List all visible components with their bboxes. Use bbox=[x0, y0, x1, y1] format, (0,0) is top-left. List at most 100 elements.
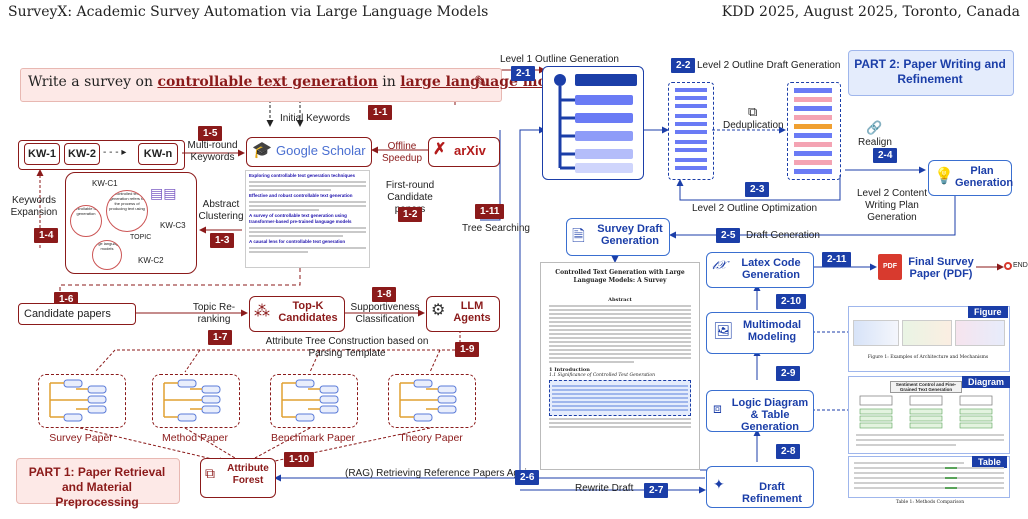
l2-draft-box bbox=[668, 82, 714, 180]
network-icon: ⁂ bbox=[254, 303, 270, 320]
hierarchy-icon: ⧉ bbox=[205, 465, 215, 481]
figure-tag: Figure bbox=[968, 306, 1008, 318]
cluster-label-c2: KW-C2 bbox=[138, 256, 164, 265]
link-icon: 🔗 bbox=[866, 120, 883, 135]
plan-box bbox=[928, 160, 1012, 196]
result-item-3: A survey of controllable text generation… bbox=[249, 213, 352, 224]
benchmark-paper-tree bbox=[270, 374, 358, 428]
step-2-9: 2-9 bbox=[776, 366, 801, 381]
table-caption: Table 1: Methods Comparison bbox=[895, 500, 965, 505]
document-cluster-icon: ▤▤ bbox=[150, 185, 177, 201]
attribute-forest-box bbox=[200, 458, 276, 498]
topk-box bbox=[249, 296, 345, 332]
cluster-label-c3: KW-C3 bbox=[160, 221, 186, 230]
survey-draft-label: Survey Draft Generation bbox=[597, 223, 663, 247]
theory-paper-tree bbox=[388, 374, 476, 428]
pdf-icon: PDF bbox=[878, 254, 902, 280]
latex-icon: 𝓉𝒳 bbox=[712, 258, 727, 272]
topk-label: Top-K Candidates bbox=[278, 300, 338, 324]
cluster-node-1: controllable text generation bbox=[70, 205, 102, 237]
step-2-5: 2-5 bbox=[716, 228, 741, 243]
graduation-cap-icon: 🎓 bbox=[252, 142, 272, 159]
arxiv-box bbox=[428, 137, 500, 167]
part2-box bbox=[848, 50, 1014, 96]
diagram-icon: ⧈ bbox=[713, 400, 722, 416]
dedup-icon: ⧉ bbox=[748, 104, 758, 119]
step-2-1: 2-1 bbox=[511, 66, 536, 81]
theory-paper-label: Theory Paper bbox=[399, 432, 463, 444]
final-paper-label: Final Survey Paper (PDF) bbox=[908, 256, 974, 280]
image-icon: 🖼 bbox=[713, 323, 734, 340]
prompt-middle: in bbox=[377, 74, 401, 90]
keywords-group bbox=[18, 140, 185, 170]
step-1-7: 1-7 bbox=[208, 330, 233, 345]
plan-label: Plan Generation bbox=[955, 165, 1014, 189]
arxiv-icon: ✗ bbox=[433, 141, 447, 158]
cluster-node-2: Controlled text generation refers to the… bbox=[106, 190, 148, 232]
step-2-4: 2-4 bbox=[873, 148, 898, 163]
figure-caption: Figure 1: Examples of Architecture and M… bbox=[867, 355, 989, 360]
draft-refinement-label: Draft Refinement bbox=[742, 481, 802, 505]
diagram-tag: Diagram bbox=[962, 376, 1011, 388]
logic-diagram-box bbox=[706, 390, 814, 432]
step-1-9: 1-9 bbox=[455, 342, 480, 357]
step-1-5: 1-5 bbox=[198, 126, 223, 141]
figure-thumb-2 bbox=[902, 320, 952, 346]
part2-label: PART 2: Paper Writing and Refinement bbox=[854, 57, 1006, 86]
latex-box bbox=[706, 252, 814, 288]
end-dot bbox=[1004, 262, 1012, 270]
cluster-label-topic: TOPIC bbox=[130, 234, 152, 241]
keywords-expansion-label: Keywords Expansion bbox=[10, 195, 58, 218]
keyword-n: KW-n bbox=[138, 143, 178, 165]
step-1-3: 1-3 bbox=[210, 233, 235, 248]
table-tag: Table bbox=[972, 456, 1007, 468]
end-label: END bbox=[1013, 262, 1028, 269]
venue-label: KDD 2025, August 2025, Toronto, Canada bbox=[721, 4, 1020, 20]
part1-label: PART 1: Paper Retrieval and Material Pre… bbox=[28, 465, 166, 509]
prompt-bar bbox=[20, 68, 502, 102]
realign-label: Realign bbox=[858, 137, 892, 148]
method-paper-label: Method Paper bbox=[162, 432, 228, 444]
attribute-tree-label: Attribute Tree Construction based on Par… bbox=[265, 336, 429, 359]
cluster-panel bbox=[65, 172, 197, 274]
step-2-8: 2-8 bbox=[776, 444, 801, 459]
step-1-10: 1-10 bbox=[284, 452, 315, 467]
ellipsis-arrow: - - - ▸ bbox=[103, 147, 127, 158]
cluster-label-c1: KW-C1 bbox=[92, 179, 118, 188]
survey-paper-label: Survey Paper bbox=[49, 432, 113, 444]
llm-agents-label: LLM Agents bbox=[453, 300, 491, 324]
google-scholar-box bbox=[246, 137, 372, 167]
figure-thumb-3 bbox=[955, 320, 1005, 346]
survey-draft-box bbox=[566, 218, 670, 256]
tree-searching-label: Tree Searching bbox=[462, 223, 530, 234]
benchmark-paper-label: Benchmark Paper bbox=[270, 432, 356, 444]
l2-content-label: Level 2 Content Writing Plan Generation bbox=[856, 188, 928, 223]
rag-label: (RAG) Retrieving Reference Papers Again bbox=[345, 468, 533, 479]
candidate-papers-label: Candidate papers bbox=[24, 308, 111, 320]
robot-icon: ⚙ bbox=[431, 302, 446, 319]
multi-round-label: Multi-round Keywords bbox=[187, 140, 238, 163]
candidate-papers-box bbox=[18, 303, 136, 325]
draft-refinement-box bbox=[706, 466, 814, 508]
magic-wand-icon: ✦ bbox=[713, 476, 725, 492]
method-paper-tree bbox=[152, 374, 240, 428]
abstract-clustering-label: Abstract Clustering bbox=[198, 199, 244, 222]
step-1-2: 1-2 bbox=[398, 207, 423, 222]
keyword-1: KW-1 bbox=[24, 143, 60, 165]
pencil-icon: ✎ bbox=[474, 74, 488, 91]
paper-preview: Controlled Text Generation with Large La… bbox=[540, 262, 700, 470]
cluster-node-3: large language models bbox=[92, 240, 122, 270]
l2-draft-label: Level 2 Outline Draft Generation bbox=[697, 60, 841, 71]
figure-thumb-1 bbox=[853, 320, 899, 346]
step-1-1: 1-1 bbox=[368, 105, 393, 120]
step-2-6: 2-6 bbox=[515, 470, 540, 485]
step-2-3: 2-3 bbox=[745, 182, 770, 197]
preview-title: Controlled Text Generation with Large La… bbox=[555, 269, 685, 284]
prompt-topic: controllable text generation bbox=[157, 74, 378, 90]
step-1-11: 1-11 bbox=[475, 204, 505, 219]
topic-rerank-label: Topic Re-ranking bbox=[192, 302, 236, 325]
